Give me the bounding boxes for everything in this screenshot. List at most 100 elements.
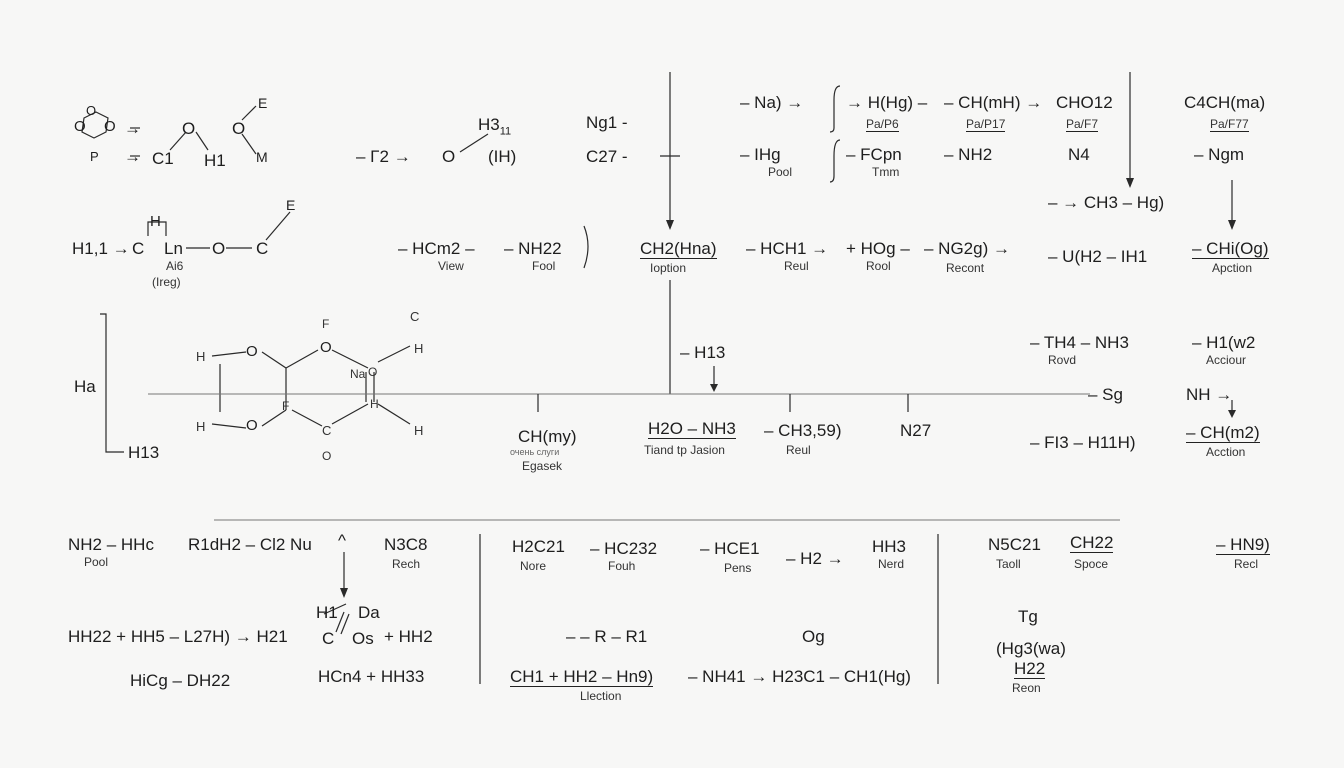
formula-text: + HOg – — [846, 239, 910, 258]
formula-text: – FI3 – H11H) — [1030, 433, 1136, 452]
atom-label: O — [182, 119, 196, 138]
formula-text: H1,1 → — [72, 239, 130, 258]
formula-text: CHO12 — [1056, 93, 1113, 112]
ring-bond — [81, 111, 109, 139]
step-label: Ioption — [650, 261, 687, 275]
step-label: Spoce — [1074, 557, 1109, 571]
formula-text: CH(my) — [518, 427, 577, 446]
bond-line — [377, 345, 411, 363]
ring-atom: O — [74, 118, 86, 135]
step-label: Pa/F77 — [1210, 117, 1249, 132]
formula-text: N5C21 — [988, 535, 1041, 554]
step-label: Fool — [532, 259, 556, 273]
atom-label: O — [246, 343, 258, 360]
atom-label: O — [232, 119, 246, 138]
step-label: Reon — [1012, 681, 1041, 695]
arrowhead — [666, 220, 674, 230]
arrowhead — [340, 588, 348, 598]
atom-label: F — [282, 399, 290, 413]
atom-label: E — [286, 197, 296, 213]
formula-text: C27 - — [586, 147, 628, 166]
formula-text: NH2 – HHc — [68, 535, 154, 554]
atom-label: H — [414, 423, 424, 438]
bond-line — [241, 105, 257, 121]
formula-text: – Na) → — [740, 93, 804, 112]
arrowhead — [710, 384, 718, 392]
atom-label: C — [132, 239, 145, 258]
bond-line — [285, 349, 319, 369]
formula-text: H13 — [128, 443, 160, 462]
step-label: Llection — [580, 689, 622, 703]
bond-line — [195, 131, 209, 151]
bond-line — [169, 131, 187, 151]
bond-line — [331, 349, 369, 369]
formula-text: Og — [802, 627, 825, 646]
formula-text: HH3 — [872, 537, 907, 556]
formula-text: – → CH3 – Hg) — [1048, 193, 1165, 212]
step-label: Fouh — [608, 559, 636, 573]
bond-line — [261, 351, 287, 369]
formula-text: H22 — [1014, 659, 1046, 679]
arrowhead — [1228, 220, 1236, 230]
atom-label: C — [256, 239, 269, 258]
bond-line — [291, 409, 323, 427]
formula-text: CH22 — [1070, 533, 1114, 553]
formula-text: Ha — [74, 377, 96, 396]
formula-text: N3C8 — [384, 535, 428, 554]
step-label: Acction — [1206, 445, 1246, 459]
formula-text: – H1(w2 — [1192, 333, 1256, 352]
arrowhead — [1228, 410, 1236, 418]
step-label: Tmm — [872, 165, 900, 179]
formula-text: – IHg — [740, 145, 781, 164]
atom-label: Ln — [164, 239, 183, 258]
formula-text: – CH3,59) — [764, 421, 842, 440]
formula-text: CH1 + HH2 – Hn9) — [510, 667, 654, 687]
formula-text: H311 — [478, 115, 512, 138]
formula-text: – U(H2 – IH1 — [1048, 247, 1148, 266]
bond-line — [147, 221, 167, 236]
step-label: Rool — [866, 259, 891, 273]
bond-line — [335, 611, 345, 633]
step-label: Pool — [768, 165, 793, 179]
atom-label: H — [370, 397, 379, 411]
bond-line — [459, 133, 489, 153]
formula-text: – HC232 — [590, 539, 658, 558]
formula-text: Tg — [1018, 607, 1038, 626]
atom-label: C — [322, 423, 332, 438]
formula-text: C4CH(mа) — [1184, 93, 1266, 112]
step-label: Pa/F7 — [1066, 117, 1099, 132]
step-label: Nore — [520, 559, 547, 573]
formula-text: – CHi(Og) — [1192, 239, 1269, 259]
formula-text: HCn4 + HH33 — [318, 667, 425, 686]
formula-text: – – R – R1 — [566, 627, 648, 646]
formula-text: – H13 — [680, 343, 726, 362]
step-label: очень слуги — [510, 447, 560, 457]
atom-label: H — [196, 349, 206, 364]
formula-text: – NG2g) → — [924, 239, 1010, 258]
atom-label: H — [150, 213, 161, 230]
step-label: Egasek — [522, 459, 563, 473]
formula-text: – FCpn — [846, 145, 902, 164]
atom-label: H1 — [204, 151, 226, 170]
step-label: Rech — [392, 557, 421, 571]
bracket — [583, 225, 589, 269]
step-label: Pa/P6 — [866, 117, 899, 132]
step-label: Reul — [784, 259, 809, 273]
atom-label: Os — [352, 629, 374, 648]
formula-text: ^ — [338, 531, 346, 550]
atom-label: C — [410, 309, 420, 324]
bracket — [829, 139, 841, 183]
step-label: Reul — [786, 443, 811, 457]
step-label: (Ireg) — [152, 275, 181, 289]
atom-label: F — [322, 317, 330, 331]
atom-label: Da — [358, 603, 380, 622]
formula-text: HH22 + HH5 – L27H) → H21 — [68, 627, 288, 646]
arrowhead — [1126, 178, 1134, 188]
atom-label: H — [414, 341, 424, 356]
formula-text: – NH22 — [504, 239, 562, 258]
atom-label: O — [322, 449, 332, 463]
reaction-arrow: → — [124, 147, 141, 166]
bond-line — [377, 403, 411, 425]
atom-label: M — [256, 149, 268, 165]
